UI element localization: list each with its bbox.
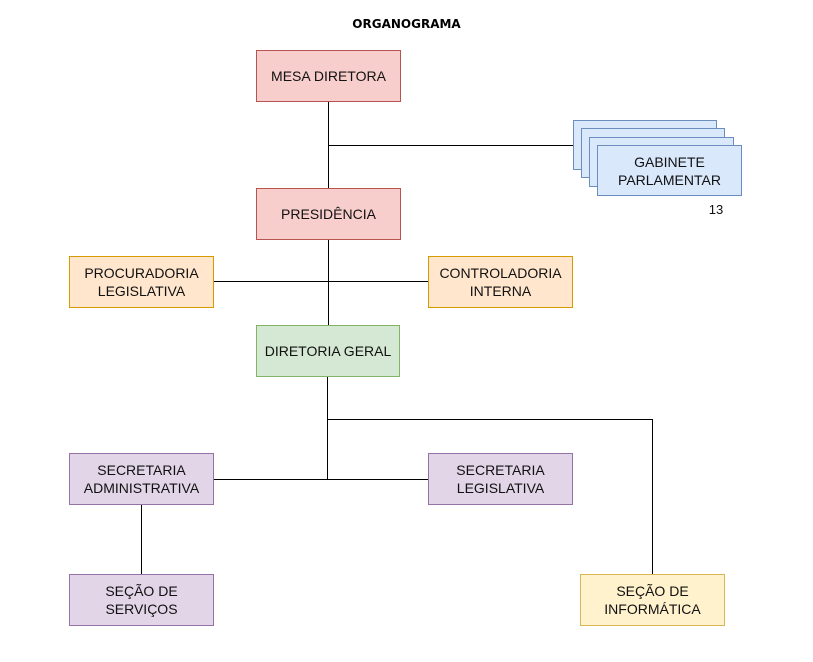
- connector-to-informatica-horizontal: [327, 419, 653, 420]
- node-secao-informatica: SEÇÃO DE INFORMÁTICA: [580, 574, 725, 626]
- node-secretaria-legislativa: SECRETARIA LEGISLATIVA: [428, 453, 573, 505]
- node-mesa-diretora: MESA DIRETORA: [256, 50, 401, 102]
- node-procuradoria-legislativa: PROCURADORIA LEGISLATIVA: [69, 256, 214, 308]
- node-diretoria-geral: DIRETORIA GERAL: [256, 325, 400, 377]
- node-controladoria-interna: CONTROLADORIA INTERNA: [428, 256, 573, 308]
- connector-to-informatica-vertical: [652, 419, 653, 574]
- node-secretaria-administrativa: SECRETARIA ADMINISTRATIVA: [69, 453, 214, 505]
- connector-to-gabinete: [328, 145, 574, 146]
- node-secao-servicos: SEÇÃO DE SERVIÇOS: [69, 574, 214, 626]
- node-gabinete-parlamentar: GABINETE PARLAMENTAR: [597, 145, 742, 196]
- node-presidencia: PRESIDÊNCIA: [256, 188, 401, 240]
- connector-diretoria-down: [327, 377, 328, 480]
- connector-secretarias: [213, 479, 429, 480]
- connector-administrativa-to-servicos: [141, 505, 142, 574]
- connector-procuradoria-controladoria: [213, 281, 429, 282]
- gabinete-count-label: 13: [708, 202, 724, 217]
- chart-title: ORGANOGRAMA: [352, 17, 461, 31]
